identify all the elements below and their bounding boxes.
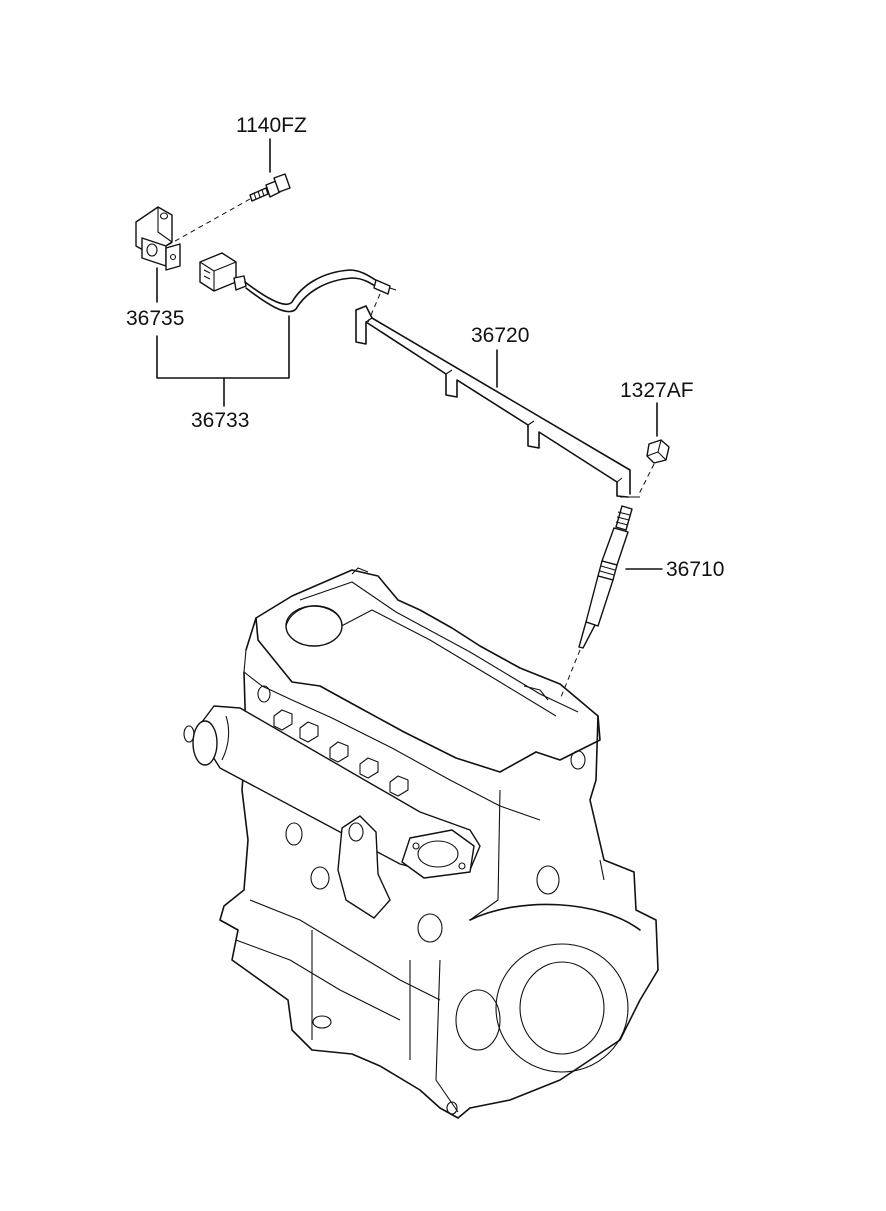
- label-36733[interactable]: 36733: [191, 409, 249, 432]
- label-1140fz[interactable]: 1140FZ: [236, 114, 307, 137]
- engine-block: [183, 567, 659, 1119]
- nut-1327af[interactable]: [637, 439, 670, 497]
- bolt-1140fz[interactable]: [167, 173, 291, 246]
- leader-lines: [156, 138, 663, 570]
- label-1327af[interactable]: 1327AF: [620, 379, 694, 402]
- leader-36733-bracket: [156, 315, 290, 379]
- label-36710[interactable]: 36710: [666, 558, 724, 581]
- harness-36733[interactable]: [199, 252, 397, 323]
- glow-plug-36710[interactable]: [560, 505, 633, 698]
- bracket-36735[interactable]: [135, 206, 181, 271]
- plate-36720[interactable]: [355, 305, 640, 498]
- label-36735[interactable]: 36735: [126, 307, 184, 330]
- label-36720[interactable]: 36720: [471, 324, 529, 347]
